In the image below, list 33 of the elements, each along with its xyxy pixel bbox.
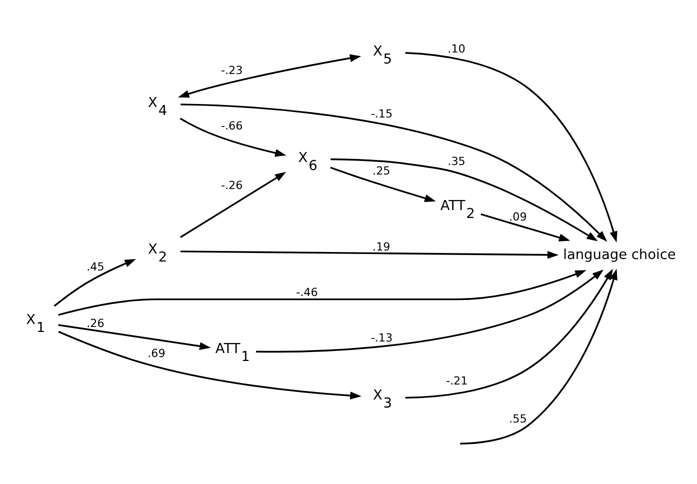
arrow — [460, 268, 618, 444]
edge-label: .25 — [372, 164, 390, 178]
edge-label: .09 — [509, 210, 527, 224]
arrow — [178, 54, 362, 98]
arrow — [58, 330, 362, 400]
edge-label: .55 — [509, 412, 527, 426]
edge-label: -.13 — [370, 332, 393, 345]
edge-label: .19 — [372, 240, 390, 254]
edge-label: -.15 — [370, 108, 393, 121]
edge-label: -.66 — [220, 120, 243, 133]
edge-label: -.46 — [296, 286, 318, 300]
arrow — [256, 270, 604, 353]
edge-label: .45 — [86, 260, 104, 274]
edge-label: -.21 — [446, 374, 468, 388]
arrow — [405, 52, 618, 243]
arrow — [180, 250, 559, 259]
arrow — [480, 213, 570, 242]
edge-label: .35 — [448, 154, 466, 168]
arrow — [54, 259, 136, 307]
arrow — [180, 104, 608, 242]
edge-label: .26 — [86, 317, 104, 330]
edge-label: .69 — [148, 347, 166, 360]
arrow — [405, 268, 618, 399]
arrow — [330, 158, 598, 242]
arrow — [58, 324, 211, 350]
edge-label: -.26 — [220, 178, 243, 192]
edge-label: .10 — [448, 42, 466, 56]
node-text: language choice — [563, 246, 676, 263]
edge-label: -.23 — [220, 64, 243, 77]
arrow — [58, 270, 586, 316]
arrow — [180, 172, 286, 238]
arrow — [180, 118, 286, 157]
arrow — [330, 166, 436, 202]
